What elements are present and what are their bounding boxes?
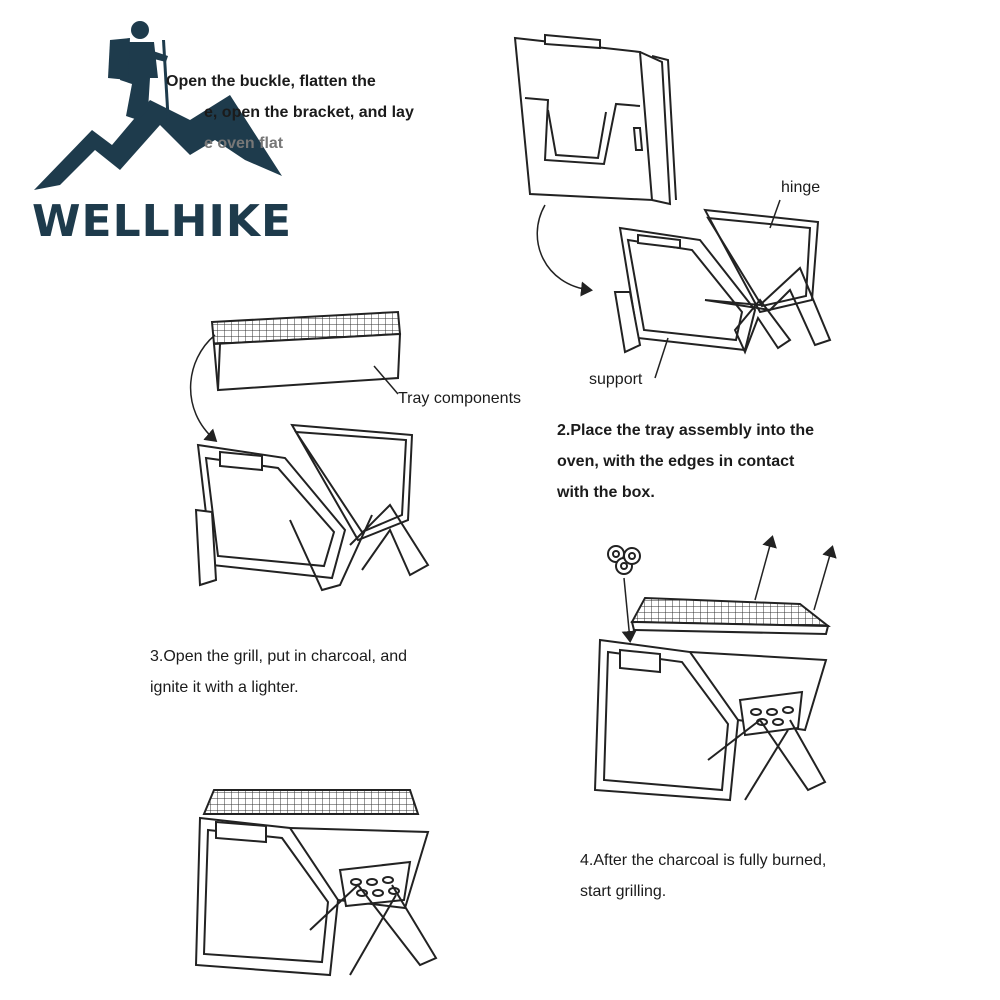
- step2-text: 2.Place the tray assembly into the oven,…: [557, 415, 814, 508]
- folded-grill-case: [513, 33, 677, 206]
- step1-line: e oven flat: [204, 135, 284, 152]
- brand-name: WELLHIKE: [32, 196, 293, 247]
- step2-line: 2.Place the tray assembly into the: [557, 422, 814, 439]
- charcoal-rolls-icon: [607, 545, 641, 575]
- charcoal-arrow: [621, 577, 637, 643]
- grill-body-final: [194, 816, 438, 977]
- support-leader: [654, 337, 669, 379]
- curved-arrow-step1: [536, 204, 593, 297]
- step1-text: Open the buckle, flatten the e, open the…: [166, 66, 414, 159]
- grill-grate-lifting: [630, 596, 831, 636]
- hiker-mountain-logo: [34, 21, 282, 190]
- grill-body-open: [194, 423, 430, 592]
- step4-line: 4.After the charcoal is fully burned,: [580, 852, 827, 869]
- hinge-label: hinge: [781, 179, 821, 196]
- grill-body-charcoal: [593, 638, 828, 802]
- grill-grate-final: [202, 789, 420, 815]
- support-label: support: [589, 371, 643, 388]
- up-arrow-right: [813, 545, 837, 611]
- step3-line: ignite it with a lighter.: [150, 679, 299, 696]
- step4-line: start grilling.: [580, 883, 667, 900]
- opened-grill-frame: [613, 208, 832, 355]
- step2-line: with the box.: [557, 484, 655, 501]
- step3-line: 3.Open the grill, put in charcoal, and: [150, 648, 408, 665]
- step4-text: 4.After the charcoal is fully burned, st…: [580, 845, 826, 907]
- curved-arrow-step2: [189, 334, 218, 442]
- step1-line: e, open the bracket, and lay: [204, 104, 414, 121]
- hinge-leader: [769, 199, 781, 229]
- step1-line: Open the buckle, flatten the: [166, 73, 376, 90]
- step2-line: oven, with the edges in contact: [557, 453, 795, 470]
- tray-components-label: Tray components: [398, 390, 522, 407]
- tray-assembly: [210, 310, 402, 392]
- up-arrow-left: [754, 535, 777, 601]
- tray-leader: [373, 365, 399, 395]
- step3-text: 3.Open the grill, put in charcoal, and i…: [150, 641, 407, 703]
